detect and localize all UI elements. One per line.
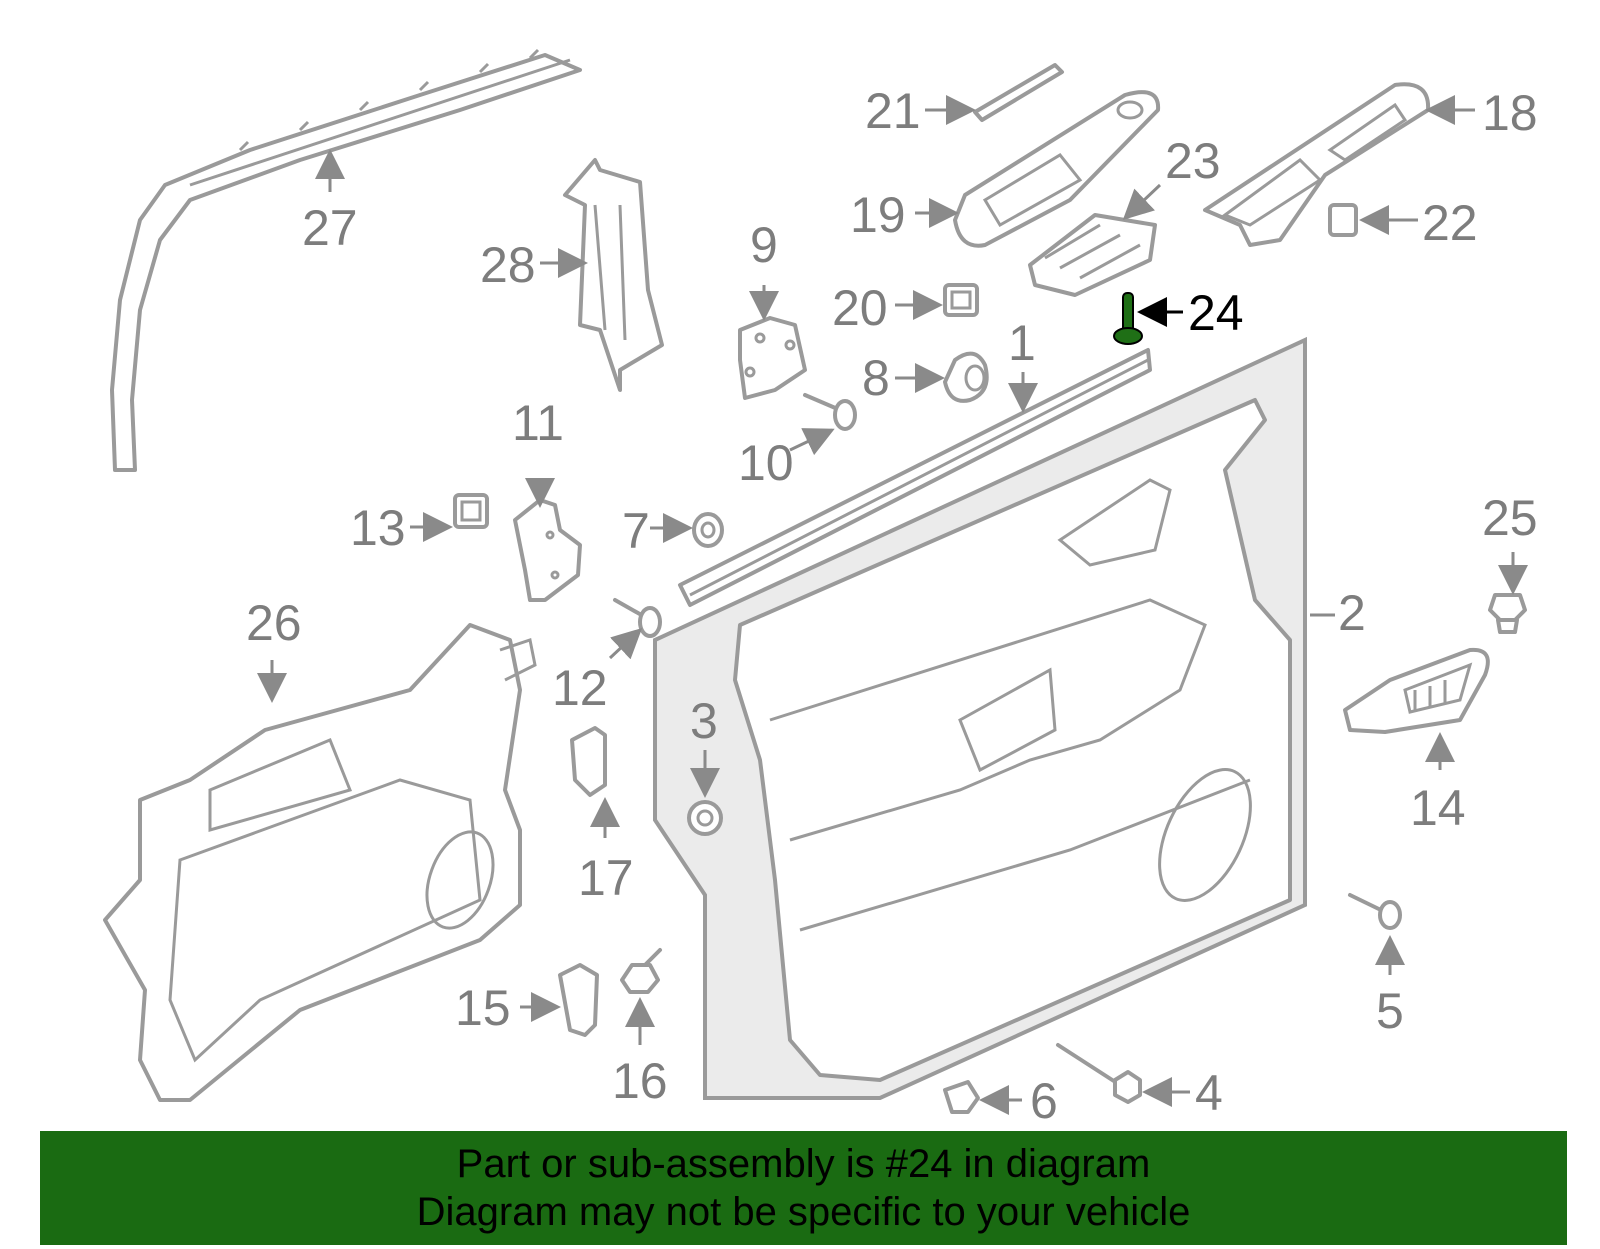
callout-6: 6 — [1030, 1073, 1058, 1129]
callout-28: 28 — [480, 237, 536, 293]
callout-27: 27 — [302, 200, 358, 256]
part-19-switch-bezel — [953, 90, 1161, 248]
part-9-bracket — [738, 316, 807, 400]
part-23-window-switch — [1028, 213, 1157, 297]
callout-15: 15 — [455, 980, 511, 1036]
part-28-pillar-trim — [563, 158, 664, 392]
part-2-door-trim-panel — [653, 336, 1307, 1100]
part-11-bracket — [513, 498, 582, 602]
callout-24: 24 — [1188, 285, 1244, 341]
leader-lines — [257, 95, 1528, 1115]
part-1-belt-molding — [678, 348, 1152, 607]
callout-4: 4 — [1195, 1065, 1223, 1121]
part-7-nut — [692, 512, 724, 548]
callout-17: 17 — [578, 850, 634, 906]
part-10-bolt — [803, 393, 857, 431]
callout-13: 13 — [350, 500, 406, 556]
part-3-fastener — [687, 800, 723, 836]
banner-line-disclaimer: Diagram may not be specific to your vehi… — [416, 1190, 1191, 1234]
callout-20: 20 — [832, 280, 888, 336]
callout-23: 23 — [1165, 133, 1221, 189]
callout-19: 19 — [850, 187, 906, 243]
callout-labels: 27 28 9 21 19 23 18 22 20 8 10 1 24 11 1… — [246, 83, 1538, 1129]
part-17-clip — [570, 726, 607, 797]
callout-21: 21 — [865, 83, 921, 139]
callout-25: 25 — [1482, 490, 1538, 546]
callout-9: 9 — [750, 217, 778, 273]
callout-10: 10 — [738, 435, 794, 491]
part-22-clip — [1328, 203, 1358, 237]
callout-7: 7 — [622, 503, 650, 559]
part-5-bolt — [1348, 893, 1402, 930]
part-4-bolt — [1056, 1043, 1142, 1104]
part-12-bolt — [613, 598, 662, 638]
part-21-strip — [973, 63, 1064, 122]
part-16-stud — [620, 948, 662, 994]
callout-16: 16 — [612, 1053, 668, 1109]
part-13-clip — [453, 493, 489, 529]
callout-3: 3 — [690, 693, 718, 749]
part-14-handle-bezel — [1343, 647, 1490, 734]
part-27-window-molding — [110, 48, 582, 472]
callout-22: 22 — [1422, 195, 1478, 251]
part-20-clip — [943, 283, 979, 317]
callout-5: 5 — [1376, 983, 1404, 1039]
part-6-clip — [943, 1080, 980, 1114]
callout-18: 18 — [1482, 85, 1538, 141]
part-26-door-module — [103, 623, 537, 1102]
part-24-screw-highlighted — [1113, 292, 1143, 345]
callout-12: 12 — [552, 660, 608, 716]
callout-14: 14 — [1410, 780, 1466, 836]
callout-11: 11 — [512, 395, 564, 451]
part-8-bumper — [943, 351, 989, 403]
callout-26: 26 — [246, 595, 302, 651]
callout-2: 2 — [1338, 585, 1366, 641]
part-15-clip — [558, 963, 599, 1037]
callout-1: 1 — [1008, 315, 1036, 371]
banner-line-part: Part or sub-assembly is #24 in diagram — [456, 1142, 1151, 1186]
part-25-push-pin — [1488, 593, 1527, 634]
info-banner: Part or sub-assembly is #24 in diagram D… — [40, 1131, 1567, 1245]
callout-8: 8 — [862, 350, 890, 406]
